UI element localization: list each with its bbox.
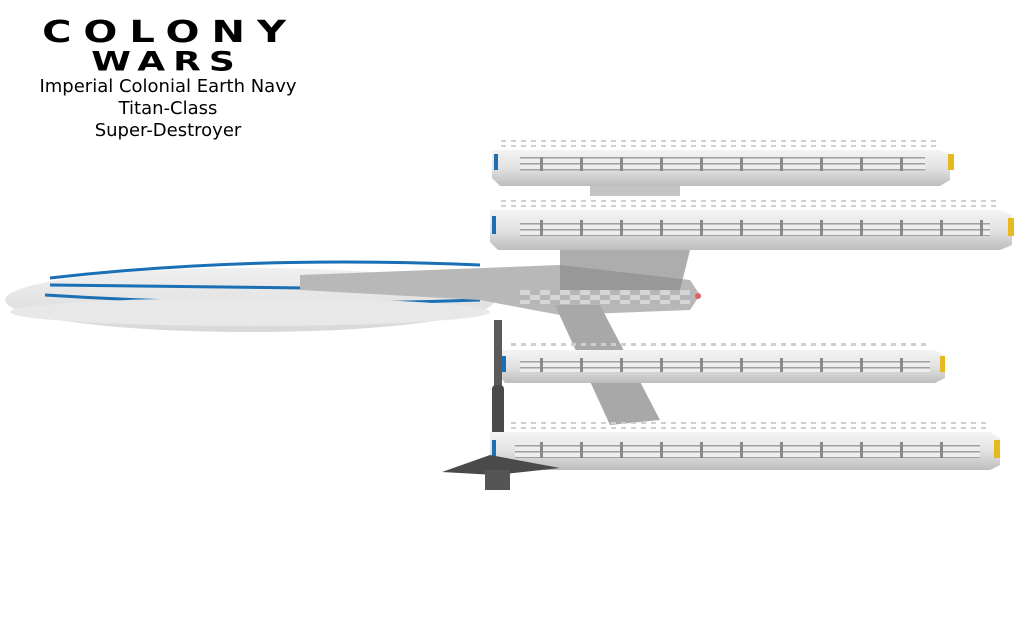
lower-fin <box>442 455 560 490</box>
lower-pylon <box>492 320 504 435</box>
colony-wars-logo: COLONY WARS <box>22 12 312 80</box>
faction-label: Imperial Colonial Earth Navy <box>39 76 297 97</box>
logo-line-1: COLONY <box>42 14 298 50</box>
class-label: Titan-Class <box>118 98 218 119</box>
nacelle-2 <box>490 200 1014 250</box>
nacelle-3 <box>500 340 945 383</box>
logo-line-2: WARS <box>91 46 243 77</box>
nacelle-1 <box>492 140 954 196</box>
nacelle-4 <box>490 422 1000 470</box>
type-label: Super-Destroyer <box>94 120 242 141</box>
